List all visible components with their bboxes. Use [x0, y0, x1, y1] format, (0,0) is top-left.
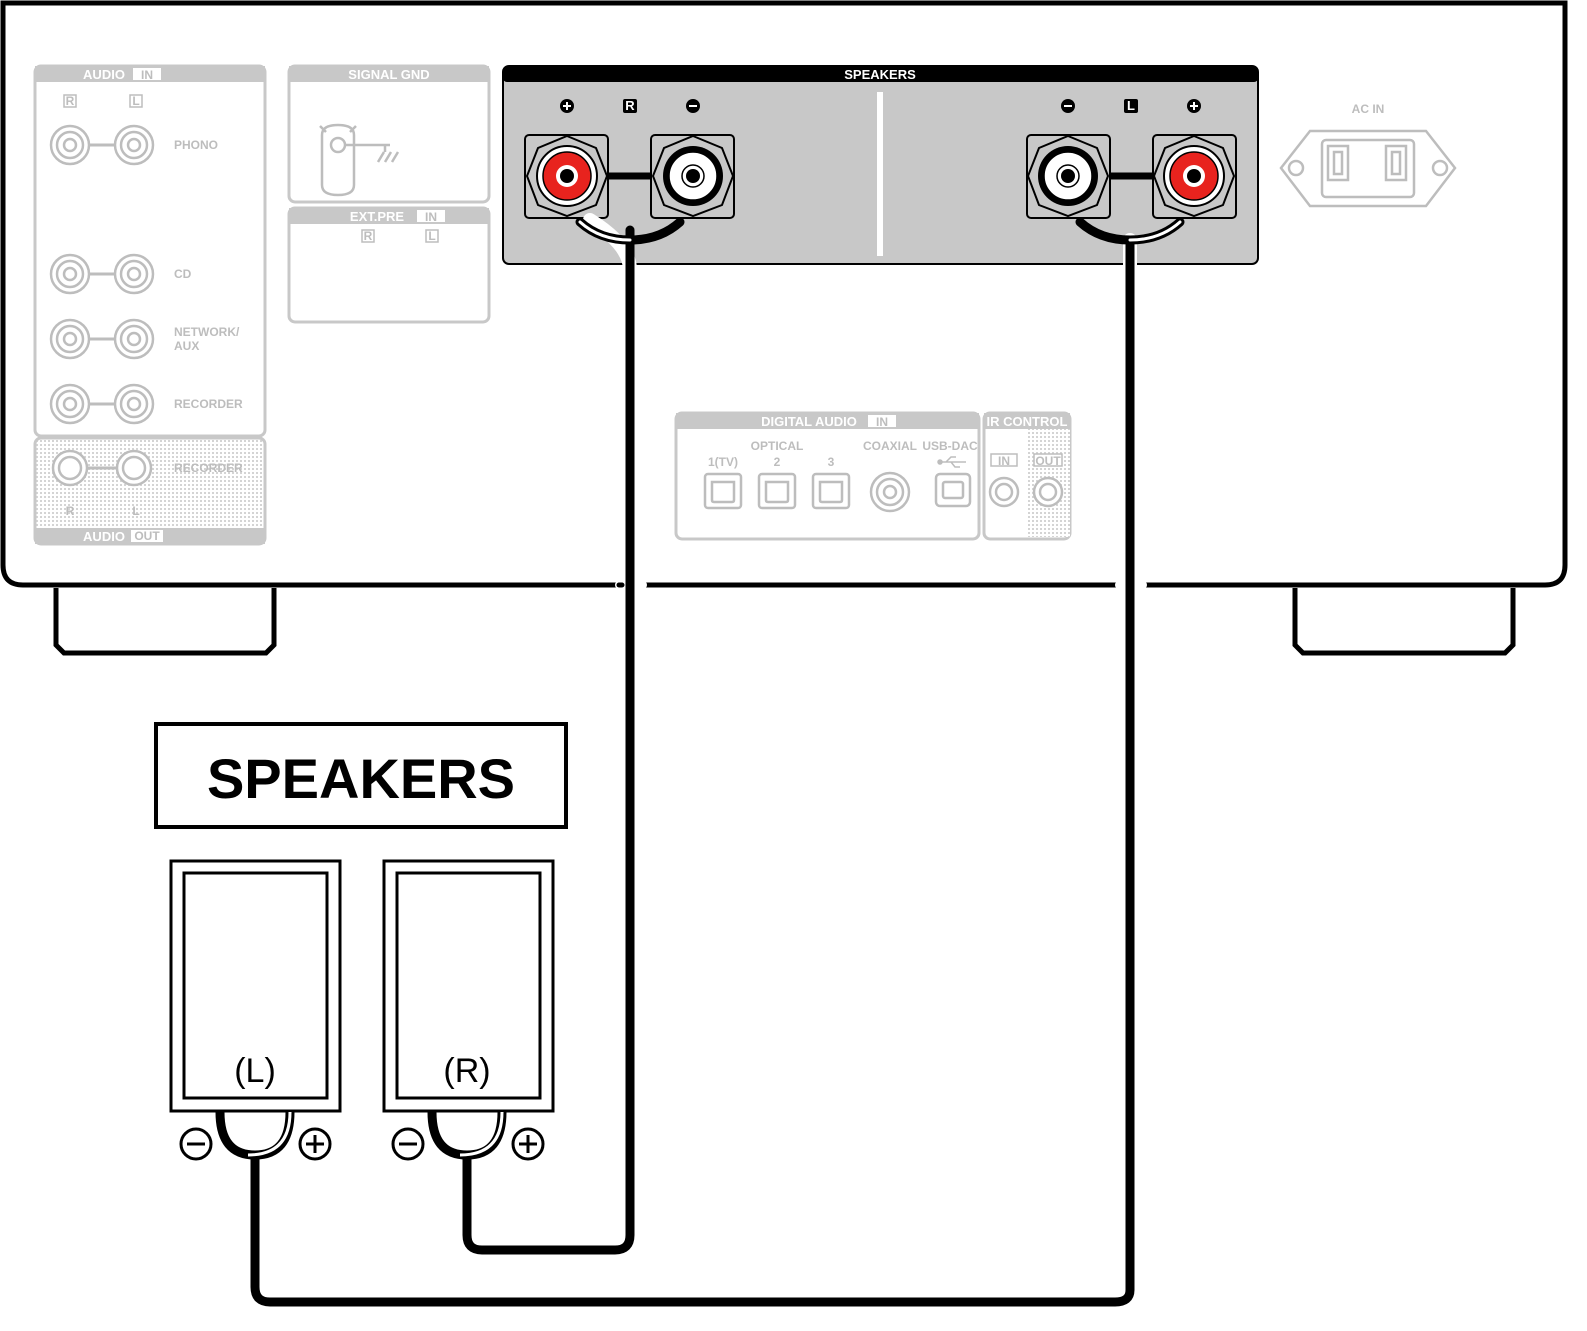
left-foot [53, 588, 277, 656]
network-jack-pair [49, 318, 155, 360]
left-speaker: (L) [169, 859, 342, 1161]
speakers-terminal-header: SPEAKERS [844, 67, 916, 82]
optical-3-label: 3 [828, 455, 835, 469]
input-phono-label: PHONO [174, 138, 218, 152]
minus-icon [179, 1127, 213, 1161]
plus-icon [1187, 99, 1201, 113]
audio-in-r-label: R [66, 94, 75, 108]
audio-out-tag: OUT [134, 529, 160, 543]
audio-in-l-label: L [132, 94, 139, 108]
audio-out-section: AUDIO OUT RECORDER R L [33, 436, 267, 546]
speakers-title-box: SPEAKERS [154, 722, 568, 829]
input-recorder-label: RECORDER [174, 397, 243, 411]
speakers-terminal-panel: SPEAKERS R L [502, 65, 1259, 265]
input-cd-label: CD [174, 267, 192, 281]
ir-in-label: IN [998, 454, 1010, 468]
optical-2-label: 2 [774, 455, 781, 469]
audio-in-tag: IN [141, 68, 153, 82]
audio-out-r-label: R [66, 504, 75, 518]
coaxial-label: COAXIAL [863, 439, 917, 453]
ext-pre-section: EXT.PRE IN R L [287, 206, 491, 324]
recorder-out-jack-pair [51, 449, 153, 487]
ground-terminal-icon [319, 123, 400, 197]
terminal-r-label: R [625, 98, 635, 113]
digital-audio-tag: IN [876, 415, 888, 429]
l-negative-terminal[interactable] [1026, 134, 1111, 219]
audio-out-header: AUDIO [83, 529, 125, 544]
right-speaker-label: (R) [443, 1052, 490, 1090]
digital-audio-section: DIGITAL AUDIO IN OPTICAL 1(TV) 2 3 COAXI… [674, 411, 981, 541]
ext-pre-r-label: R [364, 229, 373, 243]
r-positive-terminal[interactable] [524, 134, 609, 219]
audio-in-header: AUDIO [83, 67, 125, 82]
speakers-title: SPEAKERS [207, 747, 515, 810]
phono-jack-pair [49, 124, 155, 166]
r-negative-terminal[interactable] [650, 134, 735, 219]
minus-icon [686, 99, 700, 113]
signal-gnd-section: SIGNAL GND [287, 64, 491, 204]
right-speaker: (R) [382, 859, 555, 1161]
output-recorder-label: RECORDER [174, 461, 243, 475]
ext-pre-l-label: L [428, 229, 435, 243]
ext-pre-header: EXT.PRE [350, 209, 405, 224]
ac-in-label: AC IN [1352, 102, 1385, 116]
usb-icon [937, 456, 966, 468]
audio-out-l-label: L [132, 504, 139, 518]
usb-port-icon [934, 472, 972, 508]
ir-jack-icons [988, 476, 1064, 508]
power-socket-icon [1279, 129, 1457, 208]
input-network-label: NETWORK/ [174, 325, 240, 339]
minus-icon [1061, 99, 1075, 113]
coaxial-jack-icon [869, 471, 911, 513]
terminal-l-label: L [1127, 98, 1135, 113]
input-aux-label: AUX [174, 339, 199, 353]
audio-in-section: AUDIO IN R L PHONO CD NETWORK/ AUX RECOR… [33, 64, 267, 438]
signal-gnd-header: SIGNAL GND [348, 67, 429, 82]
optical-1-label: 1(TV) [708, 455, 738, 469]
minus-icon [391, 1127, 425, 1161]
recorder-in-jack-pair [49, 383, 155, 425]
ext-pre-tag: IN [425, 210, 437, 224]
cd-jack-pair [49, 253, 155, 295]
left-speaker-label: (L) [234, 1052, 276, 1090]
optical-port-icons [703, 472, 851, 510]
l-positive-terminal[interactable] [1152, 134, 1237, 219]
ir-control-section: IR CONTROL IN OUT [982, 411, 1072, 541]
usb-dac-label: USB-DAC [922, 439, 978, 453]
ir-control-header: IR CONTROL [987, 414, 1068, 429]
plus-icon [511, 1127, 545, 1161]
plus-icon [560, 99, 574, 113]
optical-label: OPTICAL [751, 439, 804, 453]
plus-icon [298, 1127, 332, 1161]
digital-audio-header: DIGITAL AUDIO [761, 414, 857, 429]
ir-out-label: OUT [1035, 454, 1061, 468]
ac-in-section: AC IN [1279, 102, 1457, 208]
right-foot [1292, 588, 1516, 656]
